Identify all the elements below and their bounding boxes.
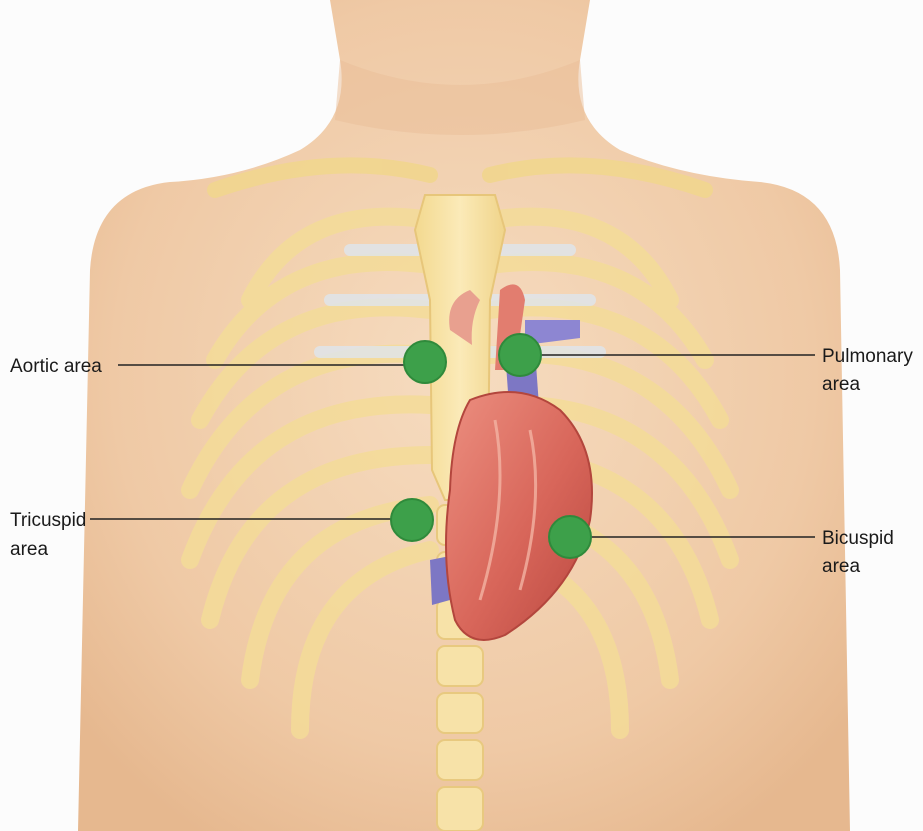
pulmonary-area-label-line1: Pulmonary — [822, 346, 913, 367]
bicuspid-area-label-line2: area — [822, 556, 860, 577]
tricuspid-area-label-line1: Tricuspid — [10, 510, 86, 531]
aortic-area-marker — [404, 341, 446, 383]
bicuspid-area-label-line1: Bicuspid — [822, 528, 894, 549]
aortic-area-label: Aortic area — [10, 356, 102, 377]
tricuspid-area-label-line2: area — [10, 539, 48, 560]
pulmonary-area-label-line2: area — [822, 374, 860, 395]
bicuspid-area-marker — [549, 516, 591, 558]
tricuspid-area-marker — [391, 499, 433, 541]
pulmonary-area-marker — [499, 334, 541, 376]
